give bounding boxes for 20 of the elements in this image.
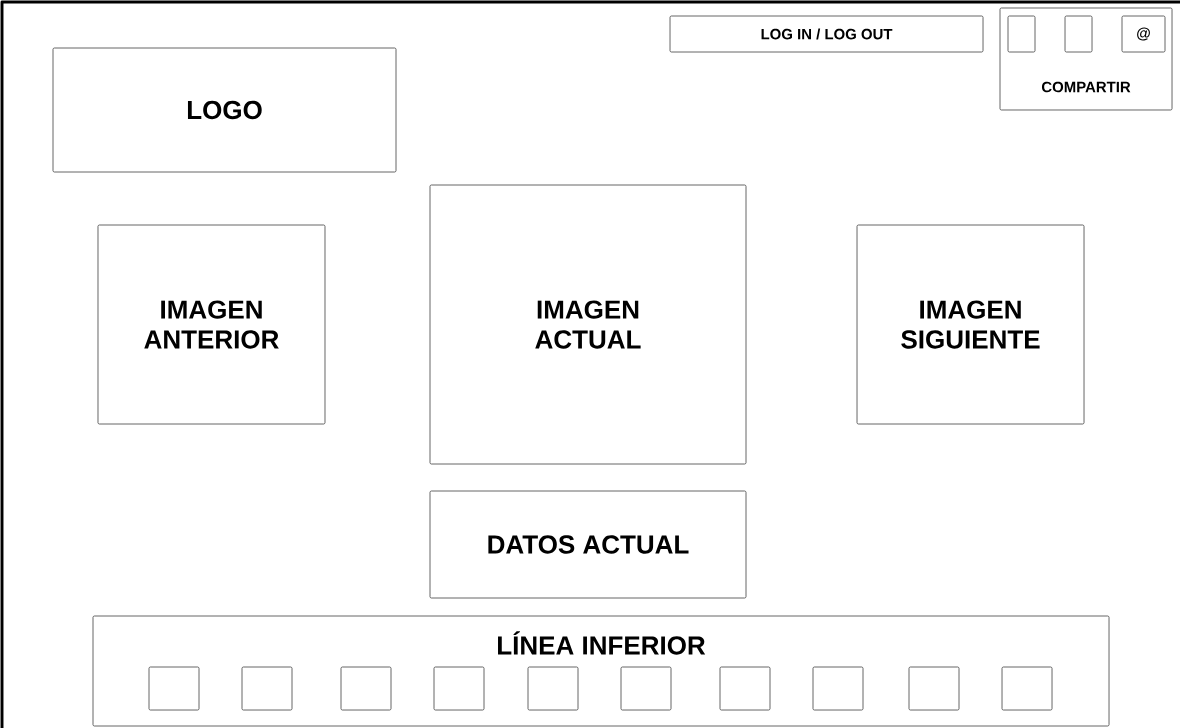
- placeholder-box: [340, 666, 392, 711]
- placeholder-box: [812, 666, 864, 711]
- image-placeholder-box: IMAGEN ANTERIOR: [97, 224, 326, 425]
- thumbnail-strip: LÍNEA INFERIOR: [92, 615, 1110, 727]
- placeholder-box: [527, 666, 579, 711]
- placeholder-box: [1001, 666, 1053, 711]
- button: LOG IN / LOG OUT: [669, 15, 984, 53]
- placeholder-box: [433, 666, 485, 711]
- placeholder-box: [1007, 15, 1036, 53]
- button: @: [1121, 15, 1166, 53]
- placeholder-box: [241, 666, 293, 711]
- image-placeholder-box: IMAGEN ACTUAL: [429, 184, 747, 465]
- placeholder-box: [1064, 15, 1093, 53]
- placeholder-box: [148, 666, 200, 711]
- placeholder-box: [908, 666, 960, 711]
- placeholder-box: [620, 666, 672, 711]
- placeholder-box: [719, 666, 771, 711]
- data-box: DATOS ACTUAL: [429, 490, 747, 599]
- image-placeholder-box: IMAGEN SIGUIENTE: [856, 224, 1085, 425]
- header-box: LOGO: [52, 47, 397, 173]
